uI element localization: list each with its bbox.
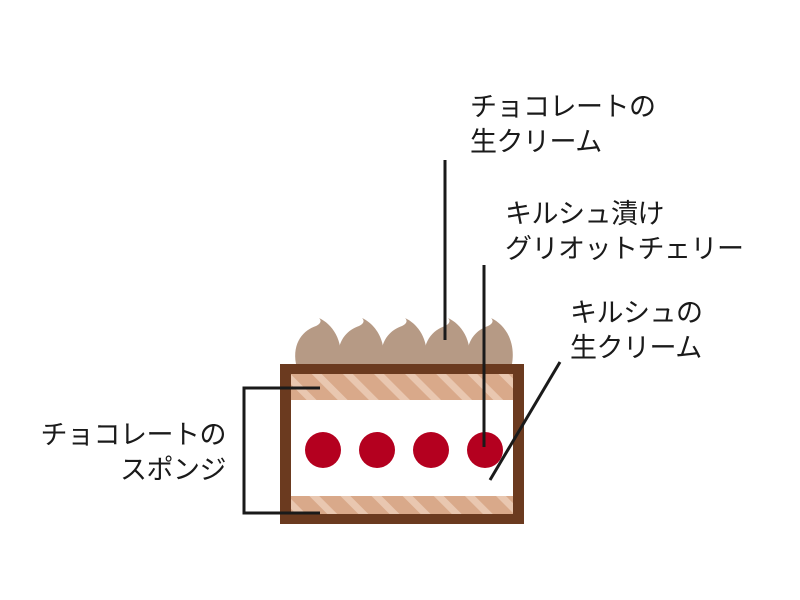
cream-dollop: [295, 318, 341, 364]
griotte-cherries: [305, 432, 503, 468]
leader-lines: [242, 160, 562, 515]
label-chocolate-cream: チョコレートの 生クリーム: [470, 92, 656, 158]
leader-kirsch-cream: [488, 361, 562, 481]
chocolate-cream-dollops: [295, 318, 513, 364]
sponge-bottom-layer: [291, 496, 513, 514]
cream-dollop: [381, 318, 427, 364]
label-chocolate-sponge: チョコレートの スポンジ: [40, 420, 227, 486]
cherry: [467, 432, 503, 468]
label-kirsch-cream: キルシュの 生クリーム: [570, 298, 703, 364]
sponge-top-layer: [291, 374, 513, 400]
label-kirsch-cherry: キルシュ漬け グリオットチェリー: [505, 199, 744, 265]
cream-dollop: [424, 318, 470, 364]
cherry: [413, 432, 449, 468]
cherry: [305, 432, 341, 468]
cream-dollop: [467, 318, 513, 364]
cream-dollop: [338, 318, 384, 364]
sponge-bracket: [242, 386, 320, 515]
cherry: [359, 432, 395, 468]
